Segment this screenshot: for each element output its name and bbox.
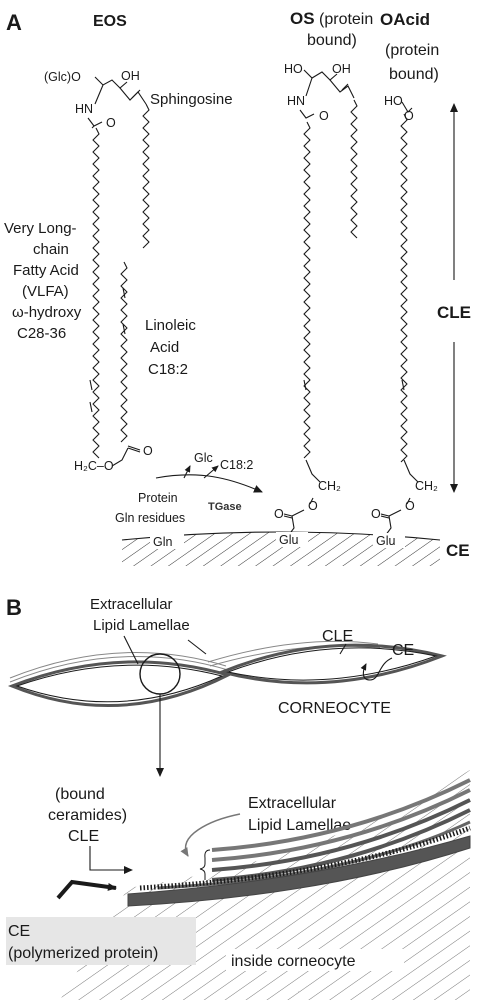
oacid-head-bonds xyxy=(401,101,413,113)
ce-top-label: CE xyxy=(392,642,414,659)
panel-a-letter: A xyxy=(6,10,22,35)
eos-oh: OH xyxy=(121,69,140,83)
os-ester-o: O xyxy=(308,499,318,513)
reaction-protein: Protein xyxy=(138,491,178,505)
oacid-title-line3: bound) xyxy=(389,66,439,83)
ell-label: Extracellular Lipid Lamellae xyxy=(90,596,190,634)
os-double-bond xyxy=(303,379,307,391)
eos-double-bonds xyxy=(89,287,126,413)
corneocyte-right xyxy=(207,640,447,685)
cle-label: CLE xyxy=(437,303,471,322)
ce-surface-hatch xyxy=(122,532,440,566)
os-sphingosine-chain xyxy=(350,99,358,239)
vlfa-line-1: Very Long- xyxy=(4,220,77,237)
ell-line-2: Lipid Lamellae xyxy=(93,617,190,634)
os-hn: HN xyxy=(287,94,305,108)
oacid-ester-o: O xyxy=(405,499,415,513)
cle-top-label: CLE xyxy=(322,628,353,645)
eos-title: EOS xyxy=(93,13,127,30)
linoleic-label: Linoleic Acid C18:2 xyxy=(145,317,200,378)
reaction-tgase: TGase xyxy=(208,501,242,513)
reaction-glc: Glc xyxy=(194,451,213,465)
cle-bound-pointer xyxy=(89,846,133,874)
os-title-line2: bound) xyxy=(307,32,357,49)
corneocyte-label: CORNEOCYTE xyxy=(278,700,391,717)
vlfa-line-5: ω-hydroxy xyxy=(12,304,82,321)
os-carbonyl-o: O xyxy=(274,507,284,521)
ce-bottom-label: CE (polymerized protein) xyxy=(8,923,158,962)
os-amide-o: O xyxy=(319,109,329,123)
vlfa-line-2: chain xyxy=(33,241,69,258)
oacid-chain xyxy=(400,113,408,463)
eos-amide-o: O xyxy=(106,116,116,130)
eos-sphingosine-chain xyxy=(142,103,150,249)
bound-line-1: (bound xyxy=(55,786,105,803)
bound-line-2: ceramides) xyxy=(48,807,127,824)
ce-bottom-line-1: CE xyxy=(8,923,30,940)
os-head-bonds xyxy=(299,69,355,119)
sphingosine-label: Sphingosine xyxy=(150,91,233,108)
os-title-bold: OS xyxy=(290,9,315,28)
eos-h2c-o: H₂C–O xyxy=(74,459,114,473)
oacid-ho: HO xyxy=(384,94,403,108)
ell2-line-1: Extracellular xyxy=(248,795,337,812)
corneocyte-left xyxy=(7,652,233,708)
reaction-arrows xyxy=(155,465,263,493)
vlfa-label: Very Long- chain Fatty Acid (VLFA) ω-hyd… xyxy=(4,220,85,342)
vlfa-line-3: Fatty Acid xyxy=(13,262,79,279)
linoleic-line-3: C18:2 xyxy=(148,361,188,378)
panel-b-letter: B xyxy=(6,595,22,620)
os-title: OS (protein xyxy=(290,9,373,28)
eos-glc-o: (Glc)O xyxy=(44,70,81,84)
cle-top-pointer xyxy=(339,643,347,655)
os-ch2: CH₂ xyxy=(318,479,341,493)
bound-ceramides-label: (bound ceramides) CLE xyxy=(48,786,132,845)
linoleic-line-2: Acid xyxy=(150,339,179,356)
bound-line-3: CLE xyxy=(68,828,99,845)
ce-protein-band xyxy=(127,835,471,907)
surface-gln: Gln xyxy=(153,535,173,549)
eos-linoleic-chain xyxy=(120,261,128,443)
linoleic-line-1: Linoleic xyxy=(145,317,196,334)
ce-bottom-line-2: (polymerized protein) xyxy=(8,945,158,962)
eos-ester-bonds xyxy=(111,445,141,467)
eos-hn: HN xyxy=(75,102,93,116)
oacid-ch2: CH₂ xyxy=(415,479,438,493)
os-oh: OH xyxy=(332,62,351,76)
ell2-line-2: Lipid Lamellae xyxy=(248,817,351,834)
reaction-gln-residues: Gln residues xyxy=(115,511,185,525)
zoom-circle xyxy=(139,653,181,695)
ell-pointer-right xyxy=(187,639,207,655)
ce-bottom-arrow xyxy=(56,879,117,900)
ell2-label: Extracellular Lipid Lamellae xyxy=(248,795,351,834)
os-vlfa-chain xyxy=(303,121,311,459)
vlfa-line-6: C28-36 xyxy=(17,325,66,342)
eos-head-bonds xyxy=(87,76,147,129)
surface-glu-1: Glu xyxy=(279,533,299,547)
oacid-o: O xyxy=(404,109,414,123)
ell2-pointer xyxy=(180,813,241,857)
vlfa-line-4: (VLFA) xyxy=(22,283,69,300)
oacid-carbonyl-o: O xyxy=(371,507,381,521)
reaction-c182: C18:2 xyxy=(220,458,253,472)
os-title-rest: (protein xyxy=(315,11,374,28)
oacid-title-line2: (protein xyxy=(385,42,439,59)
ce-top-pointer xyxy=(360,657,393,681)
eos-ester-o: O xyxy=(143,444,153,458)
oacid-title: OAcid xyxy=(380,10,430,29)
ce-bottom-bg xyxy=(6,917,196,965)
surface-glu-2: Glu xyxy=(376,534,396,548)
ell-pointer-left xyxy=(123,635,139,665)
oacid-double-bond xyxy=(401,379,405,391)
os-ho: HO xyxy=(284,62,303,76)
surface-ce: CE xyxy=(446,541,470,560)
eos-vlfa-chain xyxy=(92,127,100,459)
brace xyxy=(199,849,211,880)
inside-corneocyte-label: inside corneocyte xyxy=(231,953,356,970)
ell-line-1: Extracellular xyxy=(90,596,173,613)
